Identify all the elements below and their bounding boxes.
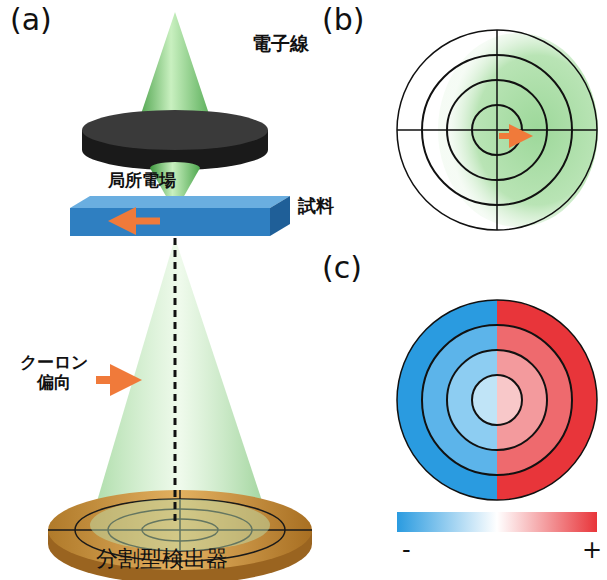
field-label: 局所電場 (108, 170, 176, 190)
detector-label: 分割型検出器 (96, 546, 228, 572)
scale-max: + (582, 536, 602, 565)
panel-label: (b) (322, 2, 364, 38)
positive-half (497, 325, 572, 475)
scale-min: - (402, 536, 411, 565)
beam-label: 電子線 (252, 32, 309, 55)
panel-label: (a) (10, 2, 52, 38)
sample-label: 試料 (298, 195, 334, 217)
positive-half (497, 375, 522, 425)
negative-half (422, 325, 497, 475)
negative-half (472, 375, 497, 425)
panel-label: (c) (322, 250, 362, 286)
deflection-label: クーロン 偏向 (14, 352, 94, 393)
